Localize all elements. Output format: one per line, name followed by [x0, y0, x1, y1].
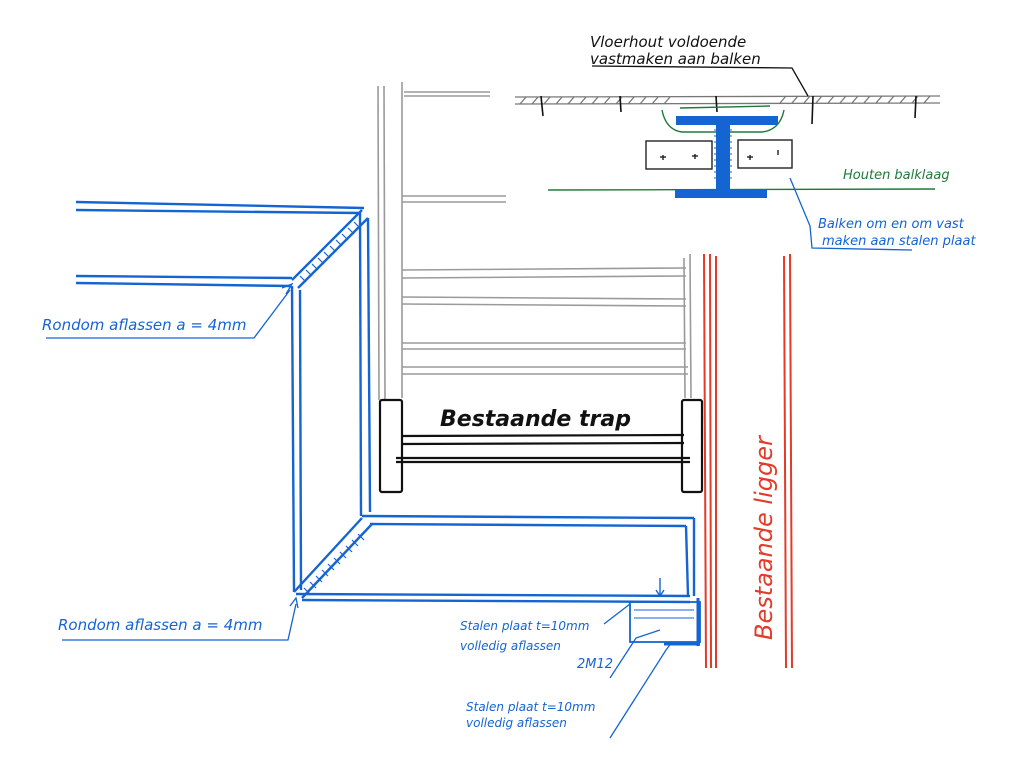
steel-i-beam — [675, 116, 778, 198]
steel-plate-detail — [629, 578, 701, 646]
plate1-line2: volledig aflassen — [460, 639, 561, 653]
beam-label: Bestaande ligger — [750, 434, 778, 640]
beam-note-line2: maken aan stalen plaat — [822, 234, 976, 249]
beam-note-line1: Balken om en om vast — [818, 217, 965, 232]
floor-note-line2: vastmaken aan balken — [590, 50, 761, 68]
timber-floor-label: Houten balklaag — [843, 168, 950, 183]
stair-section — [378, 398, 704, 494]
weld-label-top: Rondom aflassen a = 4mm — [42, 316, 246, 334]
bolts-label: 2M12 — [577, 657, 613, 672]
plate2-line2: volledig aflassen — [466, 716, 567, 730]
web-hatch — [714, 129, 732, 179]
weld-label-bottom: Rondom aflassen a = 4mm — [58, 616, 262, 634]
existing-stair-lines — [377, 82, 692, 401]
weld-hatch — [299, 221, 365, 595]
nails — [540, 95, 917, 125]
beam-note-leader — [789, 177, 913, 251]
floor-detail — [514, 65, 941, 251]
existing-beam — [703, 253, 793, 669]
stair-label: Bestaande trap — [440, 407, 631, 432]
steel-frame — [75, 200, 696, 604]
floor-note-line1: Vloerhout voldoende — [590, 33, 746, 51]
plate2-line1: Stalen plaat t=10mm — [466, 700, 595, 714]
plate1-line1: Stalen plaat t=10mm — [460, 619, 589, 633]
floor-note-leader — [591, 65, 809, 97]
floorboard — [514, 95, 941, 105]
timber-blocks — [645, 139, 793, 170]
label-leaders — [46, 282, 673, 739]
